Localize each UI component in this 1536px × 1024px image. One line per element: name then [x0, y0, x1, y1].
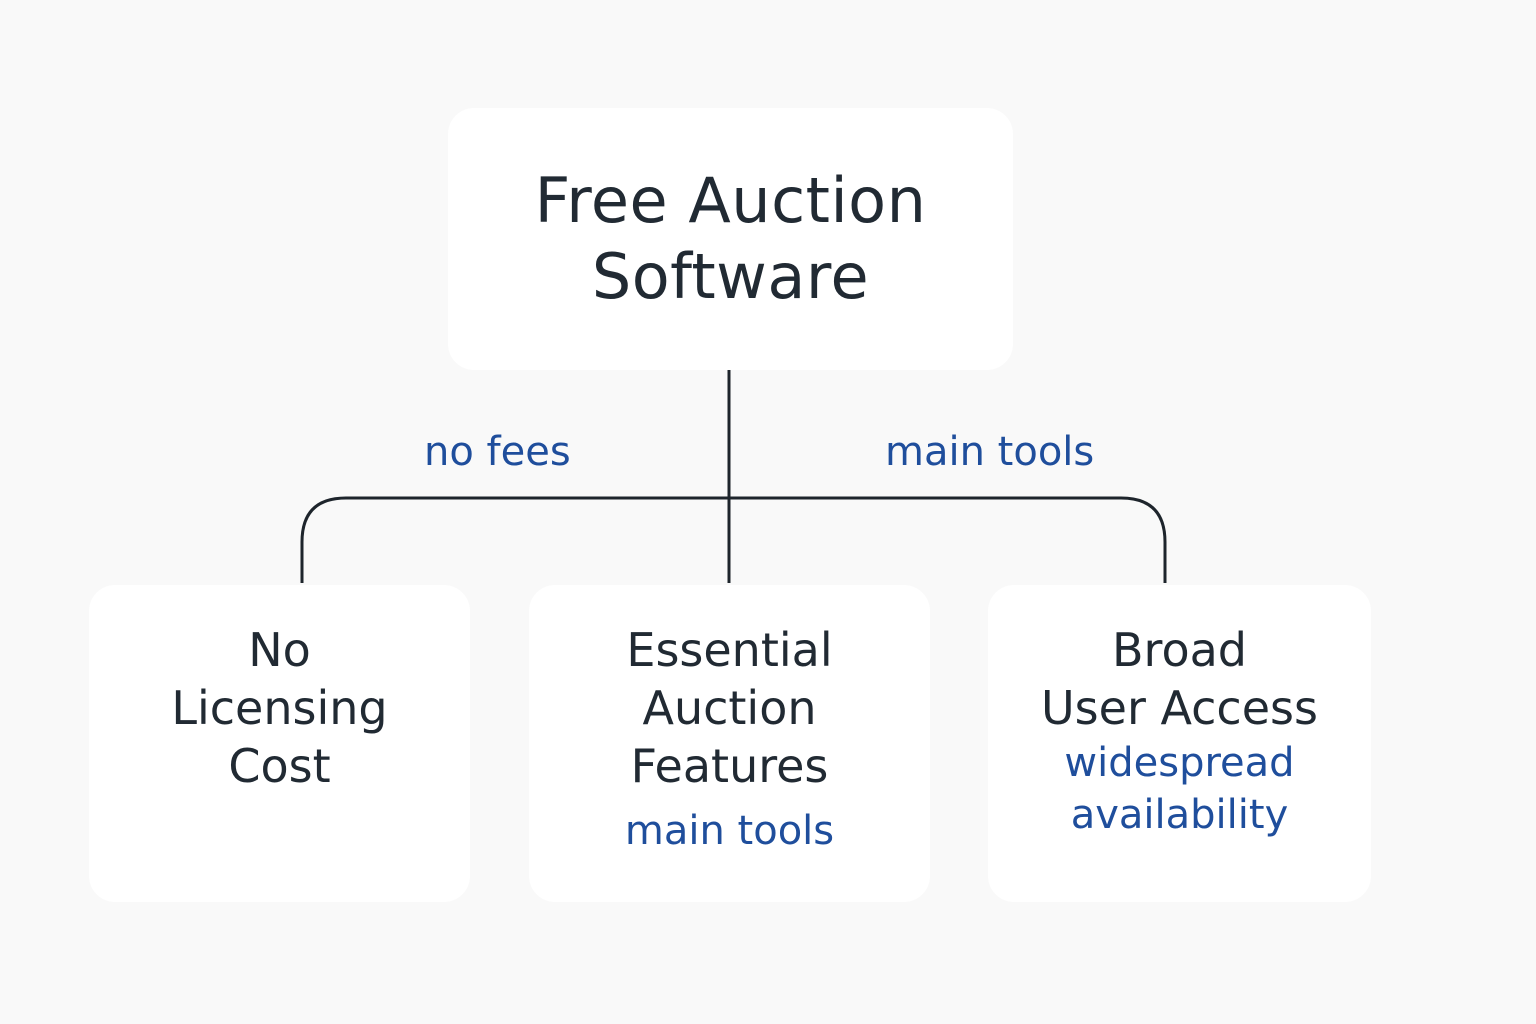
child-node-title: No Licensing Cost — [171, 623, 388, 793]
edge-label-main-tools: main tools — [885, 429, 1095, 475]
child-node-title: Broad User Access — [1041, 623, 1318, 735]
root-node: Free Auction Software — [448, 108, 1013, 370]
child-node-broad-user-access: Broad User Access widespread availabilit… — [988, 585, 1371, 902]
connector-branch-left — [300, 496, 729, 583]
child-node-essential-auction-features: Essential Auction Features main tools — [529, 585, 930, 902]
connector-branch-right — [729, 496, 1167, 583]
child-node-subtitle: widespread availability — [1064, 740, 1295, 838]
child-node-title: Essential Auction Features — [626, 623, 833, 793]
root-node-title: Free Auction Software — [534, 164, 927, 313]
child-node-subtitle: main tools — [624, 808, 835, 854]
child-node-no-licensing-cost: No Licensing Cost — [89, 585, 470, 902]
edge-label-no-fees: no fees — [424, 429, 571, 475]
